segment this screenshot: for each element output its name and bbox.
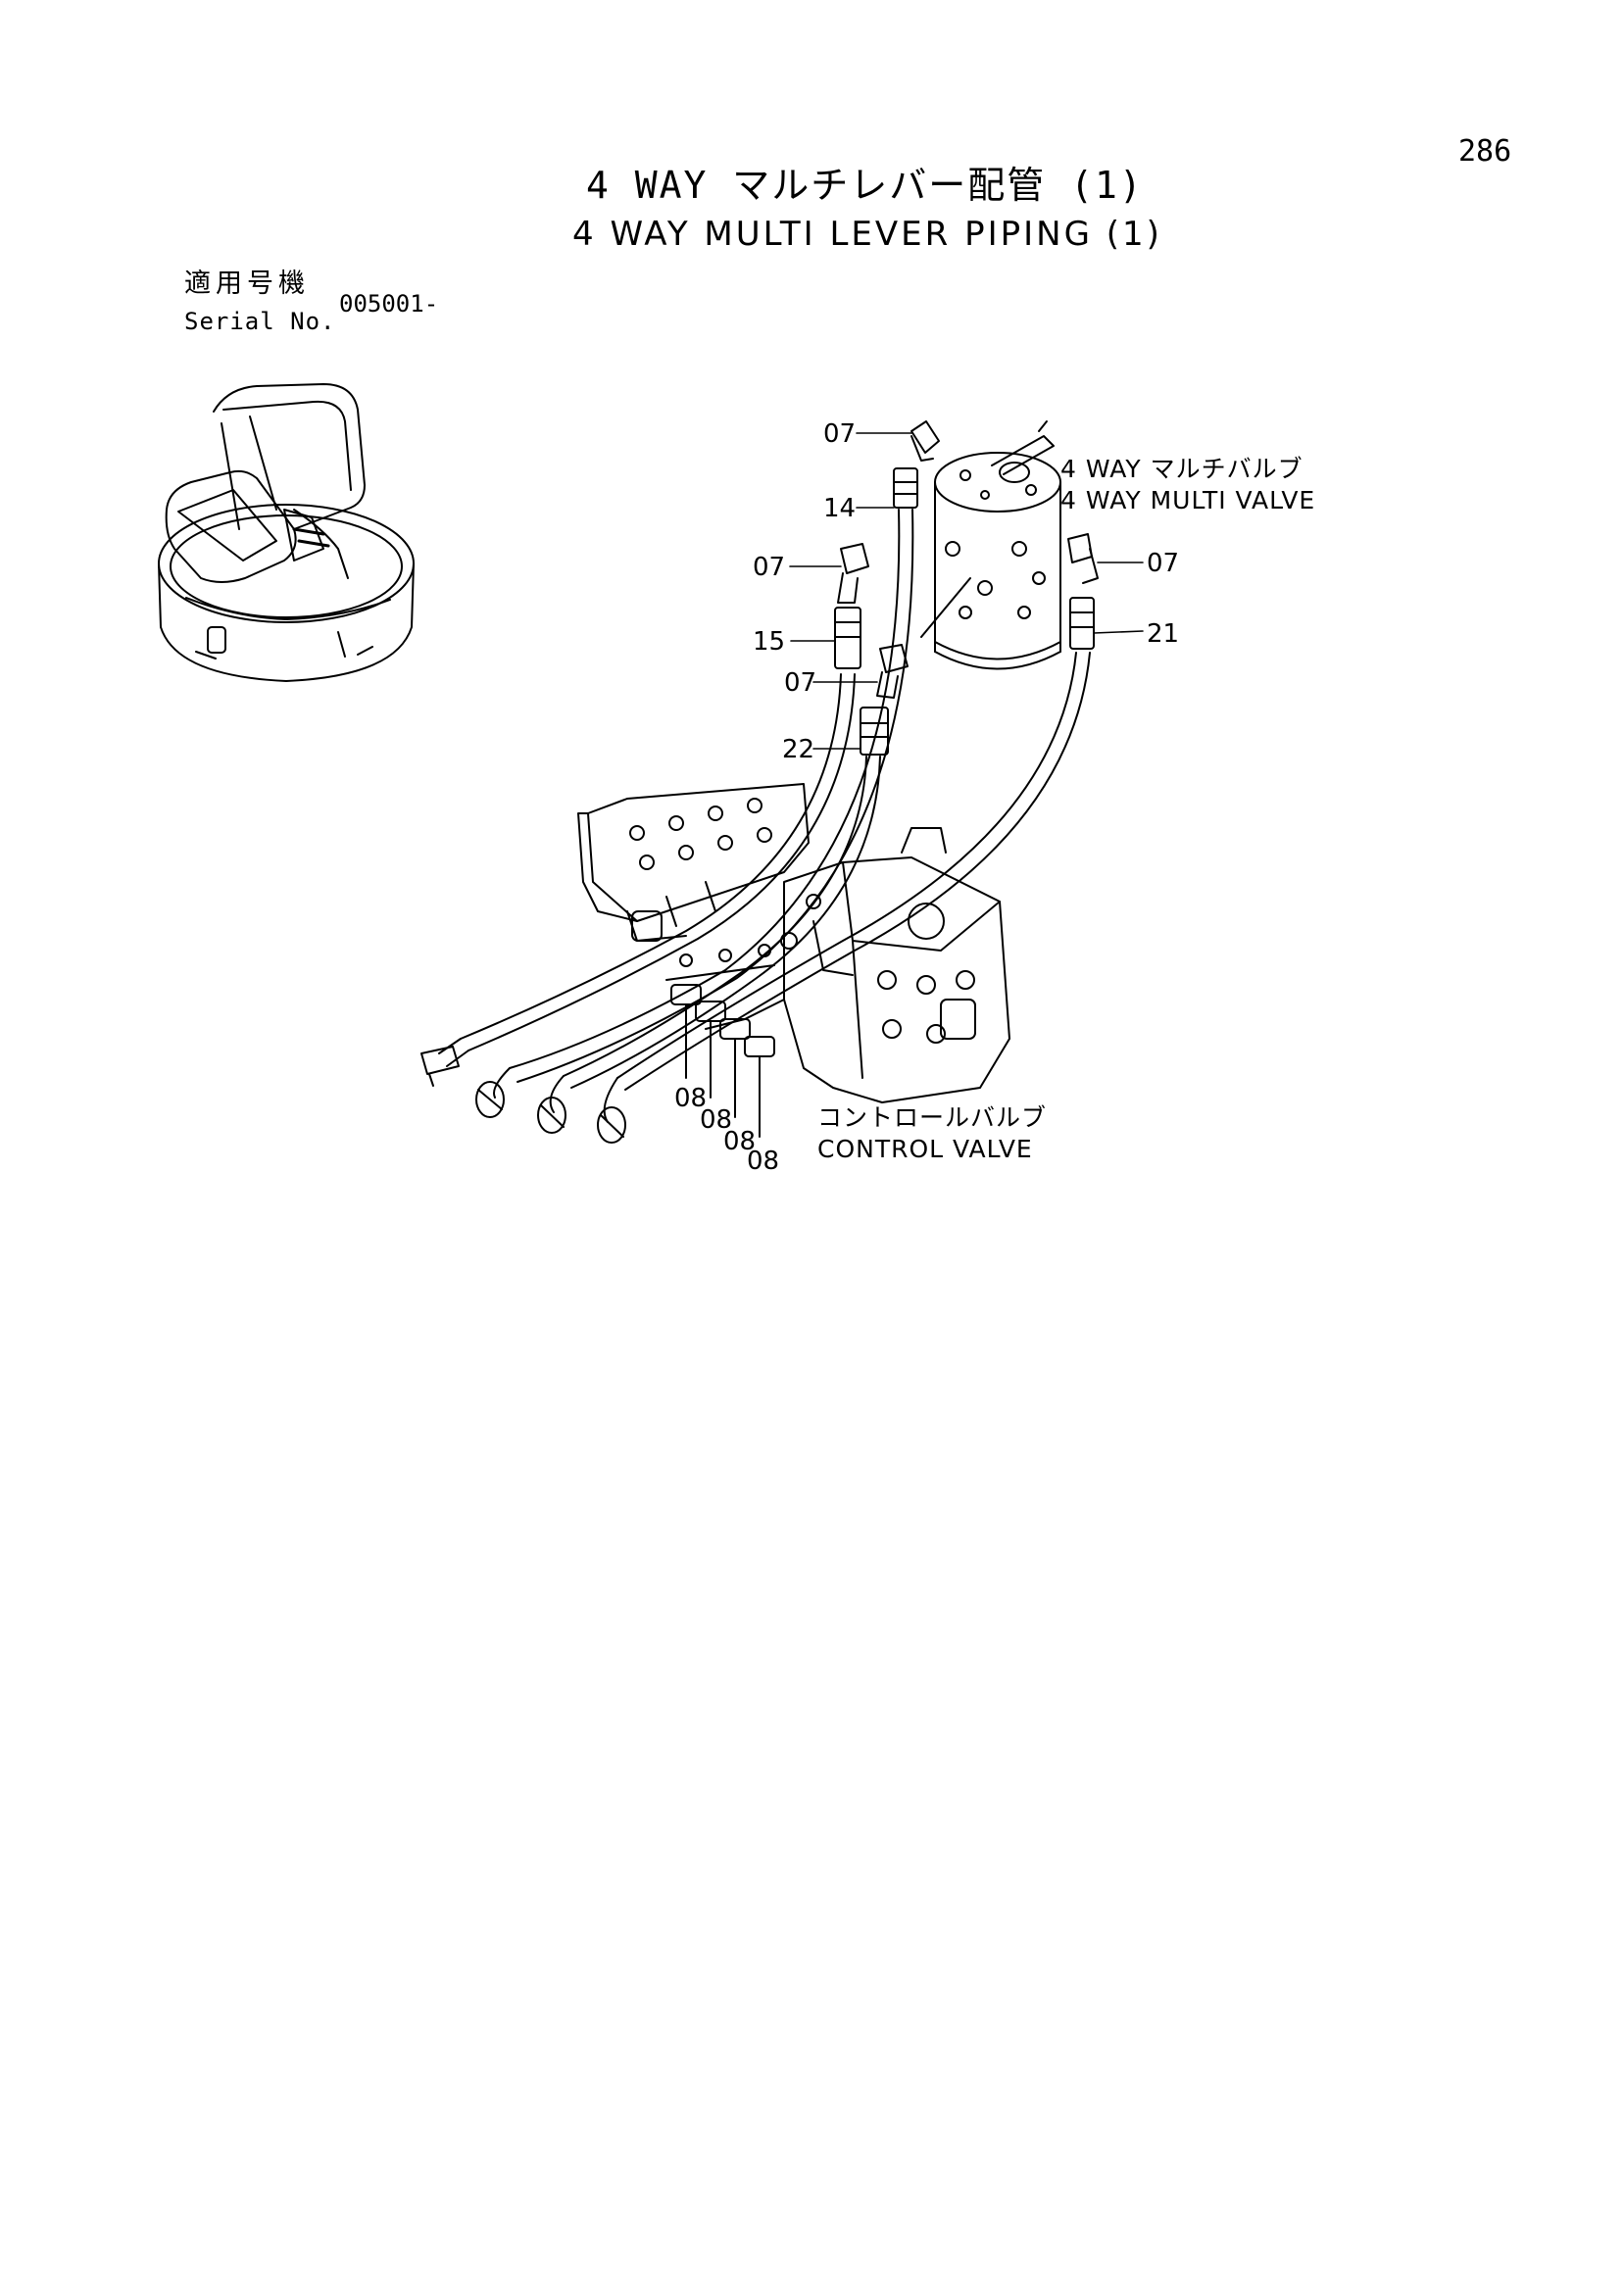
callout-14: 14 — [823, 494, 857, 523]
callout-08-d: 08 — [747, 1147, 780, 1176]
callout-08-a: 08 — [674, 1084, 708, 1113]
multi-valve-label-english: 4 WAY MULTI VALVE — [1060, 486, 1316, 514]
callout-07-right: 07 — [1147, 549, 1180, 578]
multi-valve-label-japanese: 4 WAY マルチバルブ — [1060, 455, 1303, 483]
page-title-english: 4 WAY MULTI LEVER PIPING (1) — [572, 215, 1162, 254]
serial-label-english: Serial No. — [184, 308, 336, 335]
control-valve-left-block — [577, 783, 810, 942]
hose-end-fittings — [420, 1046, 626, 1144]
callout-07-top: 07 — [823, 419, 857, 449]
serial-number-value: 005001- — [339, 290, 439, 318]
page-number: 286 — [1458, 134, 1512, 169]
control-valve-label-english: CONTROL VALVE — [817, 1135, 1033, 1163]
callout-leaders — [789, 432, 1144, 750]
callout-08-c: 08 — [723, 1127, 757, 1156]
callout-15: 15 — [753, 627, 786, 657]
callout-21: 21 — [1147, 619, 1180, 649]
valve-fittings — [834, 420, 1099, 756]
four-way-multi-valve — [934, 420, 1061, 670]
control-valve-port-fittings — [670, 984, 775, 1138]
callout-07-lower: 07 — [784, 668, 817, 698]
machine-thumbnail — [158, 383, 415, 682]
page-title-japanese: 4 WAY マルチレバー配管 (1) — [586, 164, 1144, 207]
hose-lines — [438, 509, 1091, 1123]
control-valve-label-japanese: コントロールバルブ — [817, 1103, 1048, 1132]
callout-22: 22 — [782, 735, 815, 764]
control-valve-right-block — [665, 827, 1010, 1103]
callout-08-b: 08 — [700, 1105, 733, 1135]
serial-label-japanese: 適用号機 — [184, 269, 310, 299]
callout-07-left: 07 — [753, 553, 786, 582]
